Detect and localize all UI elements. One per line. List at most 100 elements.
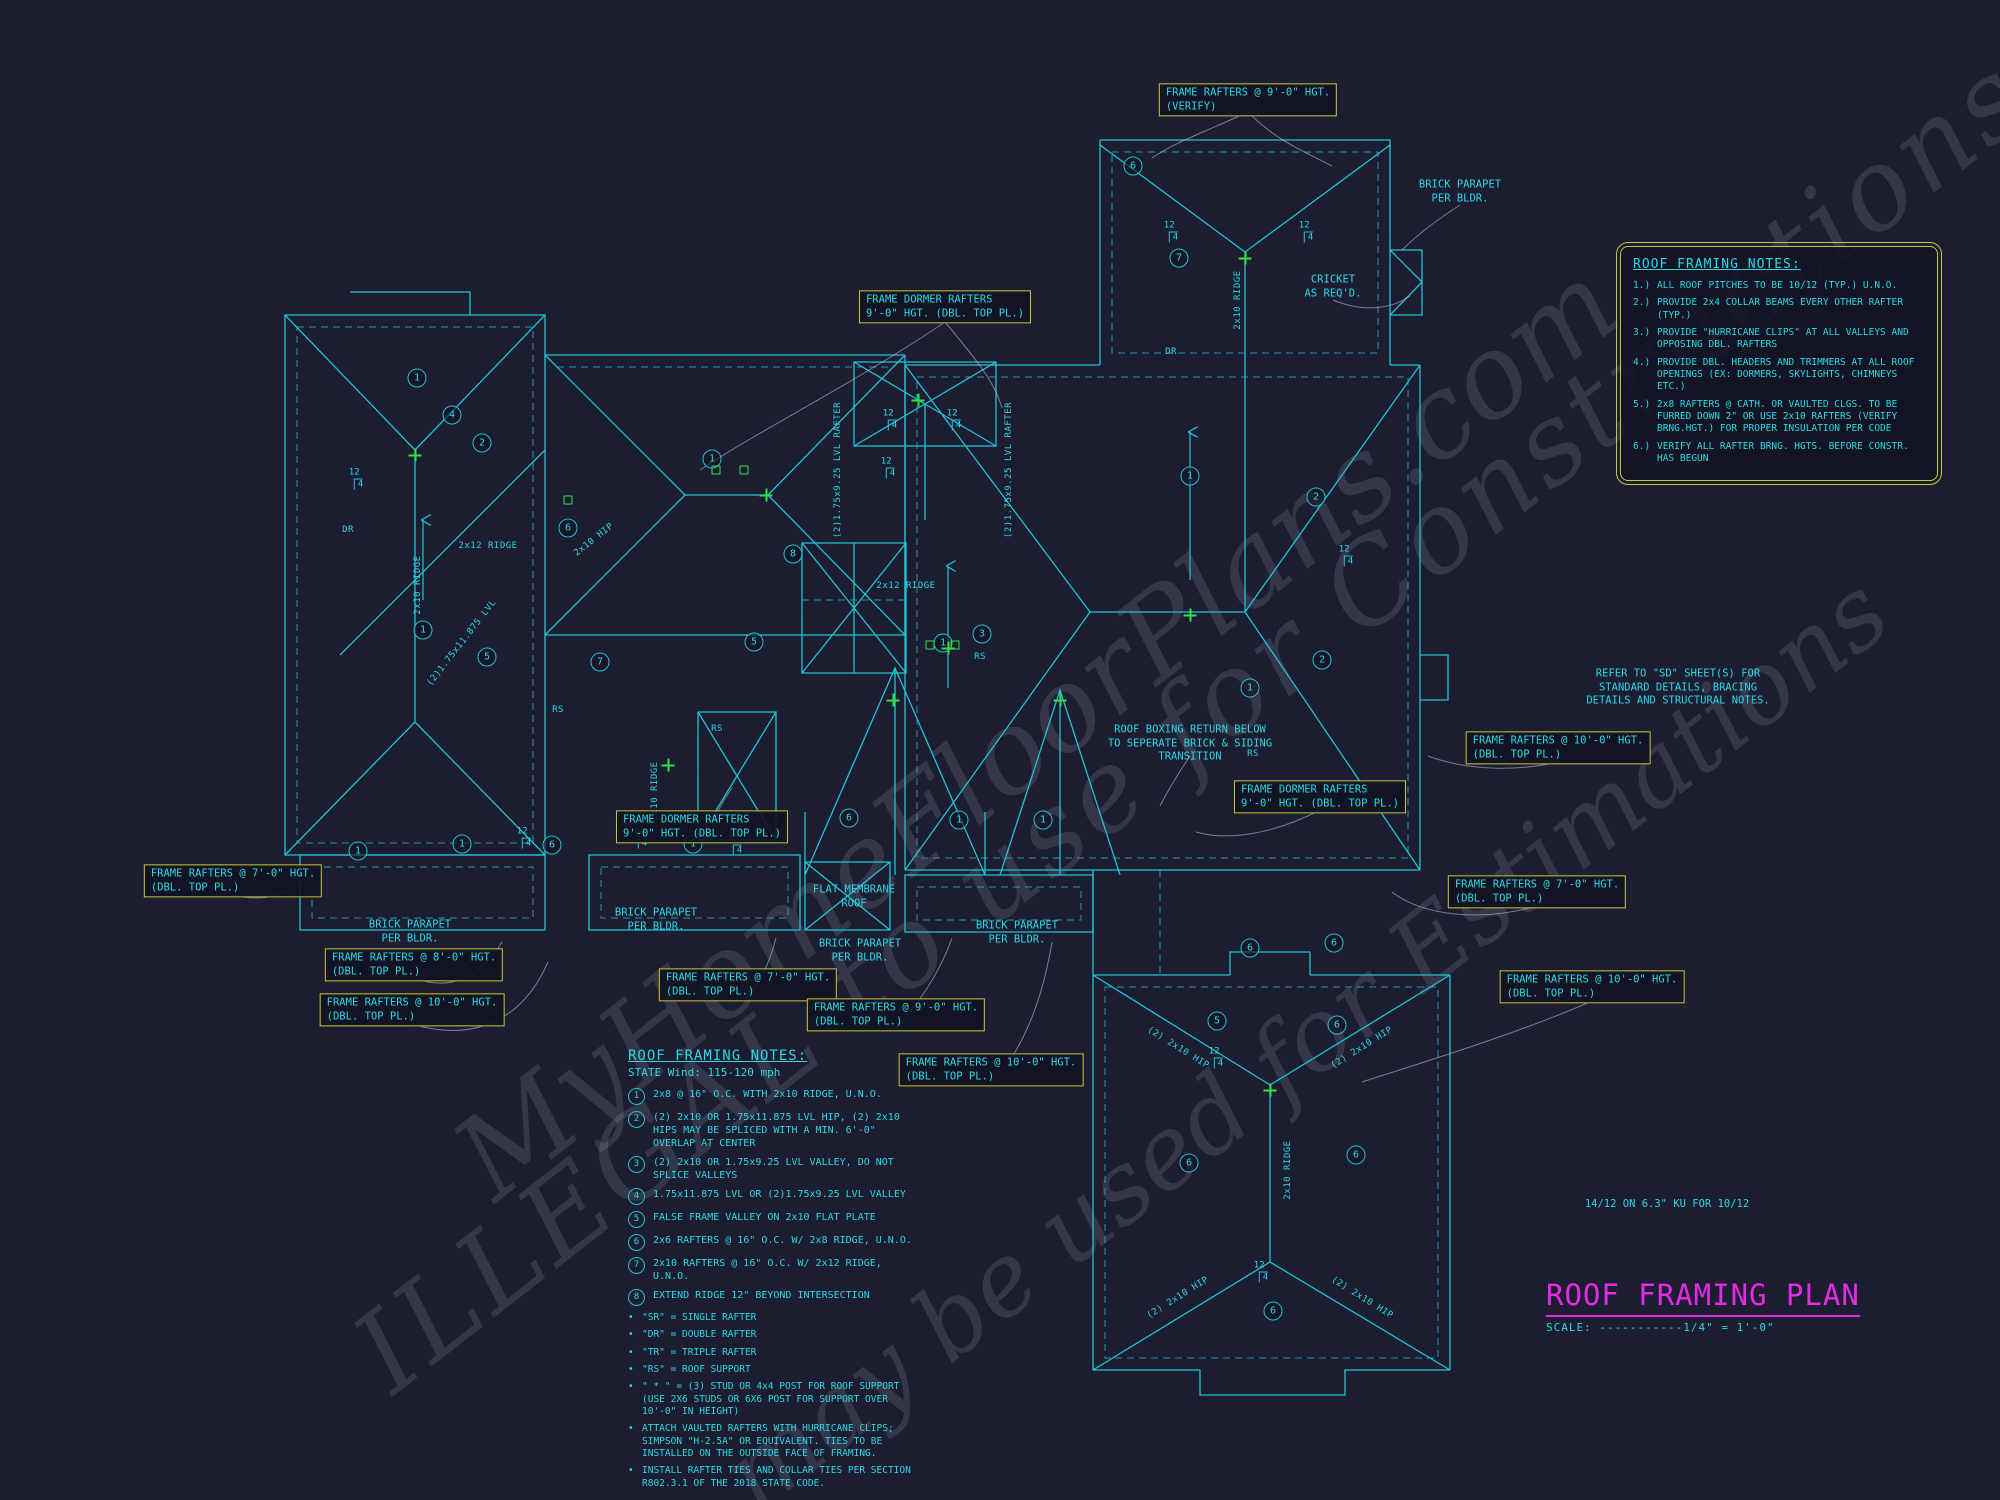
plan-label: 2x10 HIP bbox=[572, 521, 616, 559]
framing-note-text: (2) 2x10 OR 1.75x11.875 LVL HIP, (2) 2x1… bbox=[653, 1112, 900, 1149]
keynote-circle: 2 bbox=[472, 433, 492, 453]
keynote-circle: 6 bbox=[1123, 156, 1143, 176]
framing-note-bullet: • "DR" = DOUBLE RAFTER bbox=[628, 1329, 916, 1341]
pitch-rise: 4 bbox=[1168, 231, 1179, 243]
plan-note: BRICK PARAPET PER BLDR. bbox=[1418, 178, 1502, 204]
framing-note-item: 8 EXTEND RIDGE 12" BEYOND INTERSECTION bbox=[628, 1289, 916, 1306]
bullet-icon: • bbox=[628, 1312, 634, 1323]
framing-note-item: 3 (2) 2x10 OR 1.75x9.25 LVL VALLEY, DO NO… bbox=[628, 1156, 916, 1182]
roof-framing-notes-box-items: 1.)ALL ROOF PITCHES TO BE 10/12 (TYP.) U… bbox=[1633, 280, 1925, 465]
keynote-circle: 5 bbox=[1207, 1011, 1227, 1031]
framing-note-number: 7 bbox=[628, 1257, 645, 1274]
keynote-circle: 6 bbox=[839, 808, 859, 828]
callout: FRAME RAFTERS @ 7'-0" HGT. (DBL. TOP PL.… bbox=[658, 968, 838, 1002]
callout: FRAME RAFTERS @ 9'-0" HGT. (DBL. TOP PL.… bbox=[806, 998, 986, 1032]
sheet-title-block: ROOF FRAMING PLAN SCALE: -----------1/4"… bbox=[1546, 1278, 1860, 1334]
support-square-marker bbox=[563, 495, 573, 505]
keynote-circle: 1 bbox=[949, 810, 969, 830]
keynote-circle: 6 bbox=[558, 518, 578, 538]
plan-label: 2x12 RIDGE bbox=[876, 581, 936, 591]
callout: FRAME RAFTERS @ 10'-0" HGT. (DBL. TOP PL… bbox=[1499, 970, 1685, 1004]
callout: FRAME RAFTERS @ 10'-0" HGT. (DBL. TOP PL… bbox=[319, 993, 505, 1027]
keynote-circle: 6 bbox=[1324, 933, 1344, 953]
keynote-circle: 1 bbox=[413, 620, 433, 640]
plan-label: 2x10 RIDGE bbox=[1283, 1140, 1293, 1200]
keynote-circle: 6 bbox=[1240, 938, 1260, 958]
roof-note-text: PROVIDE 2x4 COLLAR BEAMS EVERY OTHER RAF… bbox=[1657, 297, 1903, 321]
keynote-circle: 1 bbox=[1240, 678, 1260, 698]
keynote-circle: 1 bbox=[348, 841, 368, 861]
roof-note-number: 4.) bbox=[1633, 356, 1651, 368]
pitch-run: 12 bbox=[1338, 544, 1350, 555]
sheet-scale: SCALE: -----------1/4" = 1'-0" bbox=[1546, 1321, 1775, 1334]
framing-note-number: 3 bbox=[628, 1156, 645, 1173]
plan-note: BRICK PARAPET PER BLDR. bbox=[368, 918, 452, 944]
plan-label: (2)1.75x11.875 LVL bbox=[425, 597, 499, 689]
pitch-rise: 4 bbox=[885, 467, 896, 479]
framing-note-text: EXTEND RIDGE 12" BEYOND INTERSECTION bbox=[653, 1290, 870, 1301]
post-marker bbox=[1238, 251, 1252, 265]
keynote-circle: 6 bbox=[1346, 1145, 1366, 1165]
plan-label: 2x10 RIDGE bbox=[413, 555, 423, 615]
callout: FRAME RAFTERS @ 9'-0" HGT. (VERIFY) bbox=[1158, 83, 1338, 117]
roof-outline-garage-block bbox=[1099, 139, 1423, 365]
post-marker bbox=[661, 758, 675, 772]
framing-note-text: FALSE FRAME VALLEY ON 2x10 FLAT PLATE bbox=[653, 1212, 876, 1223]
support-square-marker bbox=[950, 640, 960, 650]
plan-note: CRICKET AS REQ'D. bbox=[1304, 273, 1362, 299]
pitch-rise: 4 bbox=[951, 419, 962, 431]
roof-note-item: 5.)2x8 RAFTERS @ CATH. OR VAULTED CLGS. … bbox=[1633, 399, 1925, 436]
roof-note-text: PROVIDE DBL. HEADERS AND TRIMMERS AT ALL… bbox=[1657, 356, 1915, 393]
pitch-run: 12 bbox=[882, 408, 894, 419]
roof-note-item: 6.)VERIFY ALL RAFTER BRNG. HGTS. BEFORE … bbox=[1633, 441, 1925, 466]
keynote-circle: 4 bbox=[442, 405, 462, 425]
plan-label: RS bbox=[1247, 749, 1259, 759]
framing-note-text: 2x10 RAFTERS @ 16" O.C. W/ 2x12 RIDGE, U… bbox=[653, 1258, 882, 1282]
roof-note-number: 2.) bbox=[1633, 297, 1651, 309]
plan-label: (2)1.75x9.25 LVL RAFTER bbox=[833, 401, 843, 539]
roof-framing-notes-box: ROOF FRAMING NOTES: 1.)ALL ROOF PITCHES … bbox=[1616, 241, 1942, 486]
support-square-marker bbox=[925, 640, 935, 650]
plan-label: (2) 2x10 HIP bbox=[1329, 1274, 1395, 1322]
bullet-icon: • bbox=[628, 1329, 634, 1341]
keynote-circle: 1 bbox=[1180, 466, 1200, 486]
framing-note-text: (2) 2x10 OR 1.75x9.25 LVL VALLEY, DO NOT… bbox=[653, 1157, 894, 1181]
post-marker bbox=[911, 393, 925, 407]
keynote-circle: 7 bbox=[1169, 248, 1189, 268]
roof-note-text: 2x8 RAFTERS @ CATH. OR VAULTED CLGS. TO … bbox=[1657, 398, 1898, 435]
pitch-rise: 4 bbox=[353, 478, 364, 490]
framing-notes-list: ROOF FRAMING NOTES: STATE Wind: 115-120 … bbox=[628, 1048, 916, 1495]
keynote-circle: 1 bbox=[702, 449, 722, 469]
pitch-rise: 4 bbox=[1258, 1271, 1269, 1283]
framing-notes-title: ROOF FRAMING NOTES: bbox=[628, 1048, 808, 1064]
bullet-icon: • bbox=[628, 1423, 634, 1435]
keynote-circle: 5 bbox=[744, 632, 764, 652]
plan-label: 2x12 RIDGE bbox=[458, 541, 518, 551]
pitch-run: 12 bbox=[516, 826, 528, 837]
pitch-run: 12 bbox=[1298, 220, 1310, 231]
roof-parapet-porches bbox=[299, 854, 1094, 933]
pitch-run: 12 bbox=[1163, 220, 1175, 231]
plan-label: RS bbox=[711, 724, 723, 734]
roof-note-item: 2.) PROVIDE 2x4 COLLAR BEAMS EVERY OTHER … bbox=[1633, 297, 1925, 322]
keynote-circle: 6 bbox=[1327, 1015, 1347, 1035]
roof-dashed-lines bbox=[296, 151, 1439, 1359]
framing-note-item: 7 2x10 RAFTERS @ 16" O.C. W/ 2x12 RIDGE, … bbox=[628, 1257, 916, 1283]
keynote-circle: 1 bbox=[1033, 810, 1053, 830]
framing-note-number: 8 bbox=[628, 1289, 645, 1306]
sheet-title: ROOF FRAMING PLAN bbox=[1546, 1278, 1860, 1317]
roof-note-number: 1.) bbox=[1633, 280, 1651, 291]
pitch-rise: 4 bbox=[1213, 1057, 1224, 1069]
framing-bullet-text: " * " = (3) STUD OR 4x4 POST FOR ROOF SU… bbox=[642, 1381, 900, 1418]
framing-note-number: 6 bbox=[628, 1234, 645, 1251]
framing-bullet-text: "DR" = DOUBLE RAFTER bbox=[642, 1329, 757, 1341]
pitch-rise: 4 bbox=[1303, 231, 1314, 243]
framing-note-number: 1 bbox=[628, 1088, 645, 1105]
